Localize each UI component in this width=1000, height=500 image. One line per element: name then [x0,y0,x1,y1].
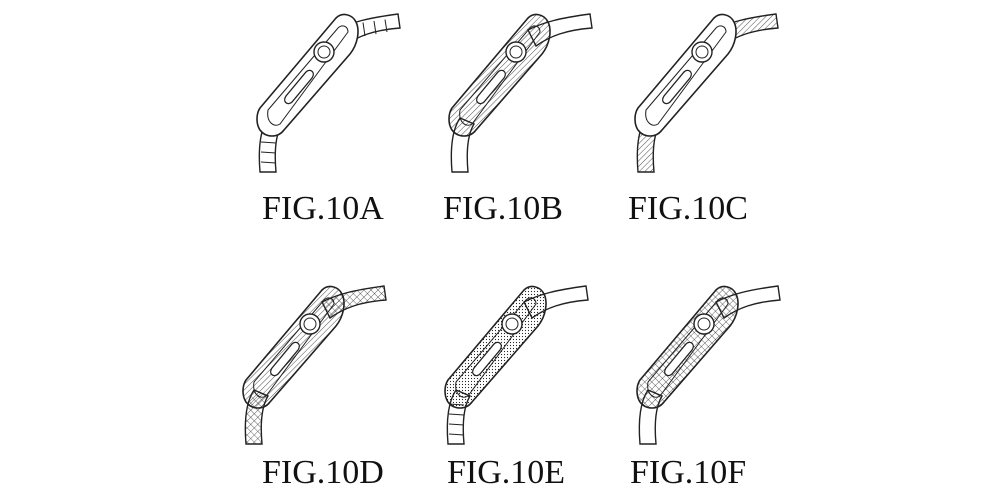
watch-body [448,13,593,173]
side-button [284,69,314,105]
watch-side-view-drawing-c [634,13,779,173]
figure-10d [226,272,396,462]
watch-side-view-drawing-b [448,13,593,173]
crown-inner-ring [317,45,331,59]
watch-body [242,285,387,445]
crown-inner-ring [509,45,523,59]
figure-caption-10d: FIG.10D [262,454,384,491]
figure-10a [240,0,410,190]
crown-inner-ring [695,45,709,59]
watch-side-view-drawing-a [256,13,401,173]
case-inner-contour [647,297,729,398]
side-button [662,69,692,105]
figure-caption-10a: FIG.10A [262,190,384,227]
side-button [270,341,300,377]
watch-side-view-drawing-f [636,285,781,445]
figure-10c [618,0,788,190]
figure-10e [428,272,598,462]
side-button [472,341,502,377]
watch-body [444,285,589,445]
crown-inner-ring [303,317,317,331]
figure-10b [432,0,602,190]
figure-caption-10e: FIG.10E [447,454,566,491]
watch-side-view-drawing-e [444,285,589,445]
case-inner-contour [267,25,349,126]
case-inner-contour [253,297,335,398]
figure-caption-10b: FIG.10B [443,190,563,227]
crown-inner-ring [505,317,519,331]
crown-inner-ring [697,317,711,331]
figure-caption-10f: FIG.10F [630,454,747,491]
figure-10f [620,272,790,462]
case-inner-contour [645,25,727,126]
watch-body [256,13,401,173]
case-inner-contour [459,25,541,126]
side-button [664,341,694,377]
watch-side-view-drawing-d [242,285,387,445]
case-inner-contour [455,297,537,398]
figure-caption-10c: FIG.10C [628,190,748,227]
watch-body [636,285,781,445]
side-button [476,69,506,105]
watch-body [634,13,779,173]
